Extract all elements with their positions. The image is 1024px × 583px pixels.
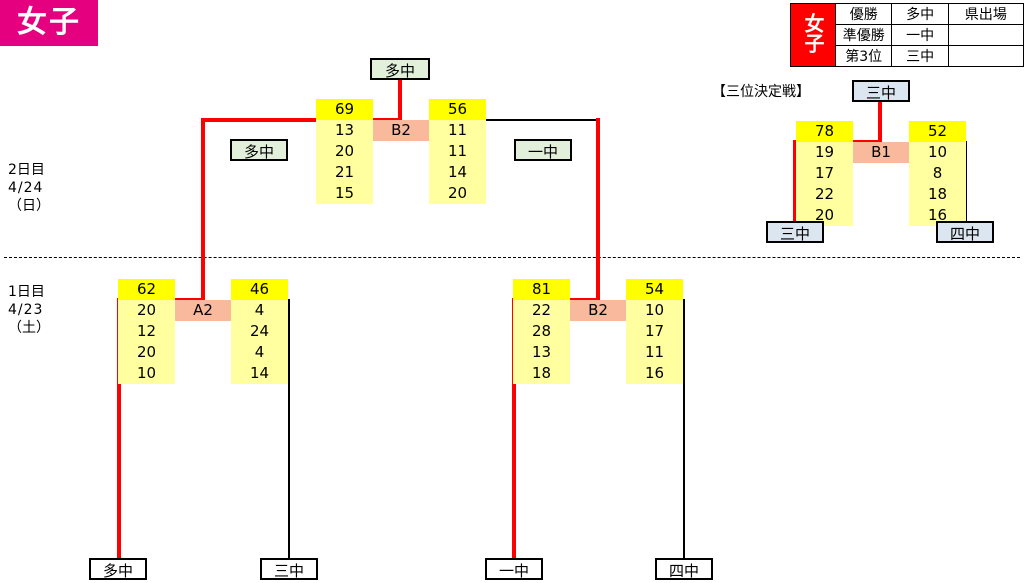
semi1-right-drop xyxy=(288,299,290,558)
results-category: 女子 xyxy=(790,3,836,67)
third-right-p4: 16 xyxy=(909,205,966,226)
final-right-p4: 20 xyxy=(429,183,486,204)
third-left-team: 三中 xyxy=(766,221,824,243)
semi2-left-team: 一中 xyxy=(485,558,543,580)
third-winner-label: 三中 xyxy=(852,80,910,102)
results-place-1: 優勝 xyxy=(834,3,893,25)
day1-name: 1日目 xyxy=(8,284,45,300)
semi1-right-p3: 4 xyxy=(231,342,288,363)
day2-name: 2日目 xyxy=(8,162,45,178)
results-team-2: 一中 xyxy=(891,24,949,46)
semi1-left-team: 多中 xyxy=(89,558,147,580)
semi1-right-p1: 4 xyxy=(231,300,288,321)
semi2-right-team: 四中 xyxy=(655,558,713,580)
results-extra-1: 県出場 xyxy=(947,3,1024,25)
third-right-total: 52 xyxy=(909,121,966,142)
final-left-total: 69 xyxy=(316,99,373,120)
third-right-p3: 18 xyxy=(909,184,966,205)
semi1-court: A2 xyxy=(175,300,231,321)
semi2-left-p4: 18 xyxy=(513,363,570,384)
third-court: B1 xyxy=(853,142,909,163)
semi2-left-total: 81 xyxy=(513,279,570,300)
results-place-2: 準優勝 xyxy=(834,24,893,46)
semi2-left-p2: 28 xyxy=(513,321,570,342)
third-right-p2: 8 xyxy=(909,163,966,184)
day1-weekday: （土） xyxy=(8,320,50,336)
final-right-p1: 11 xyxy=(429,120,486,141)
semi2-right-p1: 10 xyxy=(626,300,683,321)
semi1-left-drop xyxy=(117,298,121,558)
final-left-p4: 15 xyxy=(316,183,373,204)
third-left-p2: 17 xyxy=(796,163,853,184)
day2-date: 4/24 xyxy=(8,180,44,196)
results-team-3: 三中 xyxy=(891,45,949,67)
semi1-left-p4: 10 xyxy=(118,363,175,384)
third-winner-line xyxy=(878,102,882,142)
final-winner-label: 多中 xyxy=(370,58,430,80)
final-left-p2: 20 xyxy=(316,141,373,162)
day-divider xyxy=(4,257,1020,258)
day1-date: 4/23 xyxy=(8,302,44,318)
final-left-line xyxy=(201,118,402,122)
results-team-1: 多中 xyxy=(891,3,949,25)
day1-label: 1日目 4/23 （土） xyxy=(8,283,50,337)
third-place-label: 【三位決定戦】 xyxy=(712,84,810,100)
semi2-right-drop xyxy=(683,299,685,558)
final-left-drop xyxy=(201,118,205,298)
final-right-p2: 11 xyxy=(429,141,486,162)
final-right-total: 56 xyxy=(429,99,486,120)
semi1-right-p4: 14 xyxy=(231,363,288,384)
semi2-left-p1: 22 xyxy=(513,300,570,321)
final-winner-line xyxy=(398,80,402,120)
third-right-team: 四中 xyxy=(936,221,994,243)
semi2-left-drop xyxy=(512,298,516,558)
results-extra-2 xyxy=(947,24,1024,46)
final-left-p1: 13 xyxy=(316,120,373,141)
final-right-line xyxy=(485,119,598,121)
semi2-left-p3: 13 xyxy=(513,342,570,363)
third-left-p1: 19 xyxy=(796,142,853,163)
final-court: B2 xyxy=(373,120,429,141)
semi2-right-p2: 17 xyxy=(626,321,683,342)
semi1-right-p2: 24 xyxy=(231,321,288,342)
final-right-team: 一中 xyxy=(514,139,572,161)
third-right-p1: 10 xyxy=(909,142,966,163)
third-left-total: 78 xyxy=(796,121,853,142)
results-table: 女子 優勝 多中 県出場 準優勝 一中 第3位 三中 xyxy=(790,3,1024,67)
semi1-left-p1: 20 xyxy=(118,300,175,321)
semi1-right-total: 46 xyxy=(231,279,288,300)
final-left-team: 多中 xyxy=(230,139,288,161)
third-left-p3: 22 xyxy=(796,184,853,205)
final-right-p3: 14 xyxy=(429,162,486,183)
page-title: 女子 xyxy=(0,0,98,46)
semi1-left-p2: 12 xyxy=(118,321,175,342)
semi1-left-p3: 20 xyxy=(118,342,175,363)
semi2-right-total: 54 xyxy=(626,279,683,300)
results-extra-3 xyxy=(947,45,1024,67)
semi2-right-p3: 11 xyxy=(626,342,683,363)
results-category-text: 女子 xyxy=(801,13,825,53)
semi2-right-p4: 16 xyxy=(626,363,683,384)
semi2-court: B2 xyxy=(570,300,626,321)
third-left-p4: 20 xyxy=(796,205,853,226)
semi1-left-total: 62 xyxy=(118,279,175,300)
day2-label: 2日目 4/24 （日） xyxy=(8,161,50,215)
final-left-p3: 21 xyxy=(316,162,373,183)
results-place-3: 第3位 xyxy=(834,45,893,67)
semi1-right-team: 三中 xyxy=(260,558,318,580)
day2-weekday: （日） xyxy=(8,198,50,214)
final-right-drop xyxy=(596,118,600,298)
third-left-drop xyxy=(793,140,797,222)
